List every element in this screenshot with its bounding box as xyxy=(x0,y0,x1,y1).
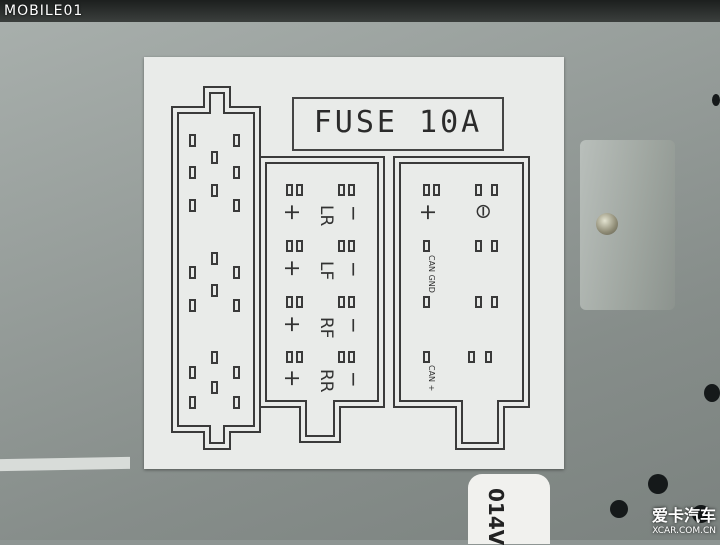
label-lf: LF xyxy=(316,261,336,281)
mounting-hole xyxy=(692,505,710,523)
mounting-hole xyxy=(712,94,720,106)
middle-connector-pins xyxy=(286,184,355,363)
screw xyxy=(596,213,618,235)
minus-sign-rr: − xyxy=(342,371,366,388)
fuse-label: FUSE 10A xyxy=(313,105,483,140)
label-rr: RR xyxy=(316,369,336,393)
ground-symbol: ⊖ xyxy=(472,203,496,220)
label-can-gnd: CAN GND xyxy=(427,255,436,293)
plus-sign-lf: + xyxy=(279,259,304,278)
part-number-label: 014V xyxy=(468,474,550,545)
right-connector-outline xyxy=(393,156,530,450)
label-lr: LR xyxy=(316,205,336,227)
mounting-hole xyxy=(648,474,668,494)
mounting-hole xyxy=(704,384,720,402)
minus-sign-rf: − xyxy=(342,317,366,334)
left-connector-pins xyxy=(189,134,240,409)
connector-diagram xyxy=(171,86,530,450)
mounting-bracket xyxy=(580,140,675,310)
xcar-brand: 爱卡汽车 xyxy=(651,506,716,525)
wiring-sticker: FUSE 10A xyxy=(144,57,564,469)
fuse-label-box: FUSE 10A xyxy=(292,97,504,151)
plus-sign-lr: + xyxy=(279,203,304,222)
right-connector-pins xyxy=(423,184,498,363)
middle-connector-outline xyxy=(259,156,385,443)
label-can-plus: CAN + xyxy=(427,365,436,392)
top-edge xyxy=(0,0,720,22)
xcar-site: XCAR.COM.CN xyxy=(652,526,716,536)
label-rf: RF xyxy=(316,317,336,339)
part-number-text: 014V xyxy=(484,488,508,545)
minus-sign-lf: − xyxy=(342,261,366,278)
plus-sign-power: + xyxy=(415,203,440,222)
plus-sign-rr: + xyxy=(279,369,304,388)
plus-sign-rf: + xyxy=(279,315,304,334)
paint-stripe xyxy=(0,456,130,472)
left-connector-outline xyxy=(171,86,261,450)
minus-sign-lr: − xyxy=(342,205,366,222)
xcar-watermark: 爱卡汽车 XCAR.COM.CN xyxy=(652,502,716,536)
mobile01-watermark: MOBILE01 xyxy=(4,3,84,19)
mounting-hole xyxy=(610,500,628,518)
